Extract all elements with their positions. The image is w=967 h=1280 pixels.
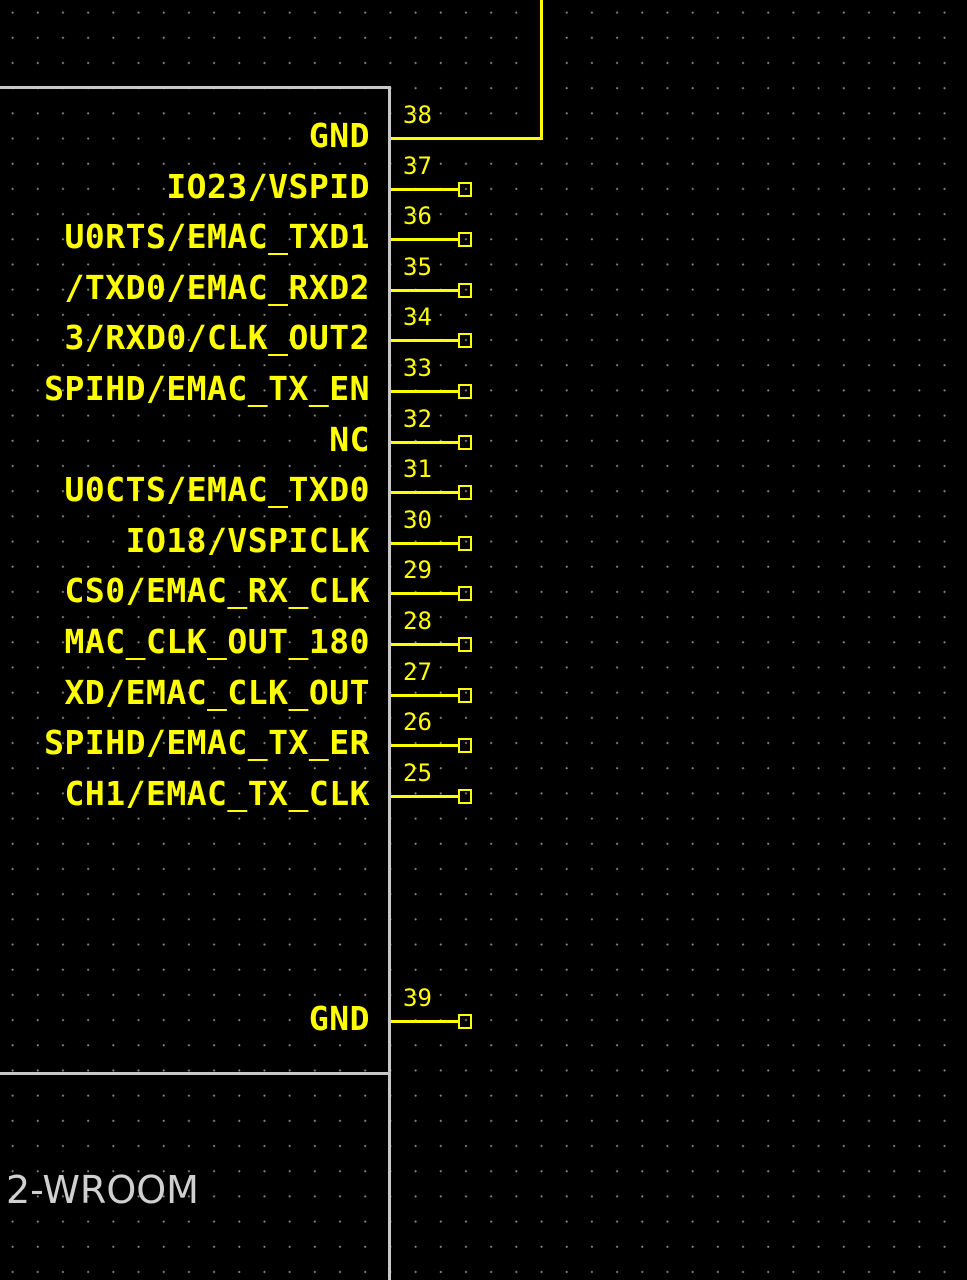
pin-label: CH1/EMAC_TX_CLK xyxy=(0,776,370,812)
pin-line[interactable] xyxy=(391,592,459,596)
symbol-outline-right xyxy=(388,86,391,1280)
pin-endpoint-icon[interactable] xyxy=(458,333,472,349)
pin-label: IO23/VSPID xyxy=(0,169,370,205)
pin-label-text: U0RTS/EMAC_TXD1 xyxy=(64,219,370,256)
pin-label: CS0/EMAC_RX_CLK xyxy=(0,573,370,609)
pin-number: 33 xyxy=(403,354,432,382)
pin-line[interactable] xyxy=(391,1020,459,1023)
pin-endpoint-icon[interactable] xyxy=(458,586,472,602)
pin-label: SPIHD/EMAC_TX_ER xyxy=(0,725,370,761)
pin-label: SPIHD/EMAC_TX_EN xyxy=(0,371,370,407)
pin-label: XD/EMAC_CLK_OUT xyxy=(0,675,370,711)
pin-label: GND xyxy=(0,118,370,154)
pin-line[interactable] xyxy=(391,541,459,545)
pin-number: 29 xyxy=(403,556,432,585)
pin-endpoint-icon[interactable] xyxy=(458,282,472,298)
pin-endpoint-icon[interactable] xyxy=(458,434,472,450)
pin-line[interactable] xyxy=(391,491,459,495)
pin-number: 26 xyxy=(403,708,432,737)
pin-number: 28 xyxy=(403,607,432,635)
pin-label: IO18/VSPICLK xyxy=(0,523,370,559)
pin-label-text: CH1/EMAC_TX_CLK xyxy=(64,775,370,812)
pin-label: MAC_CLK_OUT_180 xyxy=(0,624,370,660)
pin-label-text: MAC_CLK_OUT_180 xyxy=(64,624,370,660)
pin-label-text: 3/RXD0/CLK_OUT2 xyxy=(64,320,370,357)
symbol-outline-divider xyxy=(0,1072,391,1075)
pin-endpoint-icon[interactable] xyxy=(458,384,472,399)
pin-line[interactable] xyxy=(391,643,459,646)
pin-number: 35 xyxy=(403,252,432,281)
pin-label-text: /TXD0/EMAC_RXD2 xyxy=(64,269,370,306)
pin-number: 38 xyxy=(403,101,432,129)
pin-label-text: GND xyxy=(308,1001,370,1037)
pin-endpoint-icon[interactable] xyxy=(458,535,472,551)
pin-line[interactable] xyxy=(391,339,459,343)
pin-label: NC xyxy=(0,422,370,458)
pin-number: 32 xyxy=(403,404,432,433)
pin-label-text: CS0/EMAC_RX_CLK xyxy=(64,573,370,610)
pin-line[interactable] xyxy=(391,137,459,140)
pin-endpoint-icon[interactable] xyxy=(458,788,472,804)
pin-number: 39 xyxy=(403,984,432,1012)
pin-line[interactable] xyxy=(391,794,459,798)
pin-line[interactable] xyxy=(391,187,459,191)
pin-number: 27 xyxy=(403,657,432,686)
pin-endpoint-icon[interactable] xyxy=(458,637,472,652)
pin-label: GND xyxy=(0,1001,370,1037)
pin-label-text: U0CTS/EMAC_TXD0 xyxy=(64,472,370,509)
pin-label: 3/RXD0/CLK_OUT2 xyxy=(0,320,370,356)
pin-number: 25 xyxy=(403,758,432,787)
pin-line[interactable] xyxy=(391,390,459,393)
pin-label: U0RTS/EMAC_TXD1 xyxy=(0,219,370,255)
pin-number: 37 xyxy=(403,151,432,180)
pin-label-text: XD/EMAC_CLK_OUT xyxy=(64,674,370,711)
pin-line[interactable] xyxy=(391,440,459,444)
part-name-label: 2-WROOM xyxy=(6,1168,199,1212)
pin-label: /TXD0/EMAC_RXD2 xyxy=(0,270,370,306)
pin-label-text: SPIHD/EMAC_TX_EN xyxy=(44,371,370,407)
pin-number: 30 xyxy=(403,505,432,534)
pin-label-text: NC xyxy=(329,421,370,458)
pin-label-text: IO18/VSPICLK xyxy=(125,522,370,559)
net-wire-gnd-vertical[interactable] xyxy=(540,0,543,140)
pin-label-text: IO23/VSPID xyxy=(166,168,370,205)
pin-endpoint-icon[interactable] xyxy=(458,1014,472,1029)
pin-number: 36 xyxy=(403,202,432,231)
pin-label-text: SPIHD/EMAC_TX_ER xyxy=(44,725,370,762)
pin-number: 31 xyxy=(403,455,432,484)
pin-line[interactable] xyxy=(391,744,459,748)
pin-number: 34 xyxy=(403,303,432,332)
pin-line[interactable] xyxy=(391,238,459,242)
pin-line[interactable] xyxy=(391,693,459,697)
pin-endpoint-icon[interactable] xyxy=(458,738,472,754)
symbol-outline-top xyxy=(0,86,391,89)
net-wire-gnd-horizontal[interactable] xyxy=(391,137,543,140)
pin-line[interactable] xyxy=(391,288,459,292)
pin-endpoint-icon[interactable] xyxy=(458,232,472,248)
pin-endpoint-icon[interactable] xyxy=(458,687,472,703)
pin-label-text: GND xyxy=(308,118,370,154)
pin-label: U0CTS/EMAC_TXD0 xyxy=(0,472,370,508)
pin-endpoint-icon[interactable] xyxy=(458,485,472,501)
pin-endpoint-icon[interactable] xyxy=(458,181,472,197)
